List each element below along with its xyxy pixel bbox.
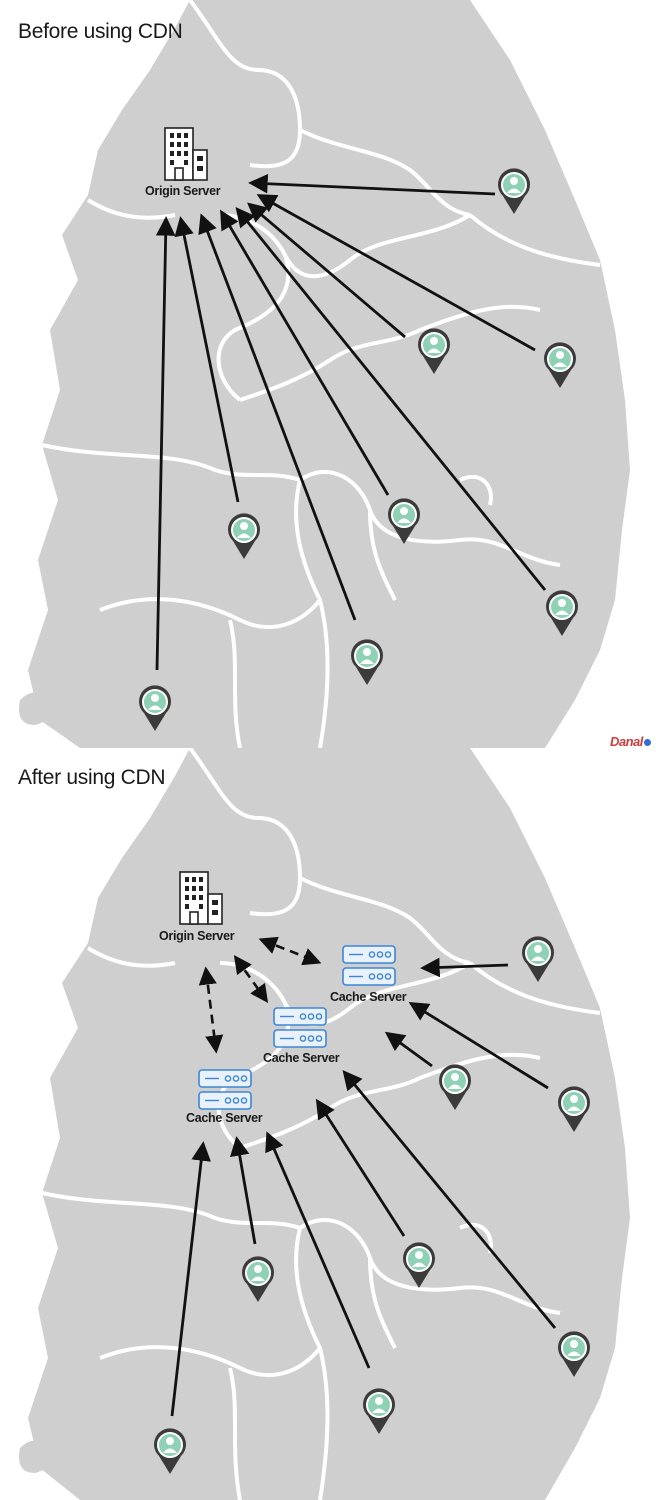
after-cdn-diagram (19, 748, 630, 1500)
after-cdn-title: After using CDN (18, 766, 166, 789)
origin-cache-links (198, 936, 322, 1054)
user-pin-icon (154, 1428, 186, 1474)
arrow (408, 1001, 549, 1090)
arrow (170, 1141, 211, 1417)
arrow (248, 173, 496, 196)
user-pin-icon (558, 1331, 590, 1377)
arrow (384, 1031, 433, 1068)
user-pins (154, 936, 590, 1474)
user-pin-icon (418, 328, 450, 374)
before-cdn-diagram (19, 0, 630, 748)
user-pin-icon (546, 590, 578, 636)
province-borders (41, 0, 601, 748)
user-pin-icon (403, 1242, 435, 1288)
user-pin-icon (498, 168, 530, 214)
origin-building-icon (179, 871, 223, 925)
user-pin-icon (228, 513, 260, 559)
arrow (174, 216, 240, 503)
arrow (315, 1098, 406, 1237)
arrow (420, 957, 509, 978)
user-pin-icon (388, 498, 420, 544)
cache-server-label: Cache Server (186, 1111, 263, 1125)
origin-server-label: Origin Server (159, 929, 235, 943)
korea-map (28, 0, 630, 748)
user-pin-icon (544, 342, 576, 388)
logo-text: Danal (610, 734, 643, 749)
korea-map (28, 748, 630, 1500)
dashed-arrow (198, 966, 224, 1054)
cache-server-label: Cache Server (330, 990, 407, 1004)
danal-logo: Danal (610, 734, 651, 749)
cache-server-icon (198, 1069, 252, 1110)
after-cdn-panel: After using CDN Origin Server Cache Serv… (0, 748, 660, 1500)
arrow (247, 202, 406, 339)
arrow (342, 1069, 557, 1329)
arrow (220, 209, 390, 496)
dashed-arrow (233, 955, 269, 1003)
user-pin-icon (242, 1256, 274, 1302)
user-pin-icon (558, 1086, 590, 1132)
arrow (235, 206, 547, 591)
arrows-to-origin (155, 173, 547, 671)
origin-server-label: Origin Server (145, 184, 221, 198)
logo-dot-icon (643, 739, 651, 746)
user-pin-icon (439, 1064, 471, 1110)
island-west-2 (61, 1383, 85, 1406)
arrows-to-cache (170, 957, 557, 1417)
user-pins (139, 168, 578, 731)
before-cdn-panel: Before using CDN Origin Server (0, 0, 660, 748)
arrow (256, 194, 536, 352)
before-cdn-title: Before using CDN (18, 20, 183, 43)
dashed-arrow (258, 936, 322, 966)
user-pin-icon (363, 1388, 395, 1434)
island-west-2 (61, 635, 85, 658)
cache-server-icon (342, 945, 396, 986)
origin-building-icon (164, 127, 208, 181)
cache-server-label: Cache Server (263, 1051, 340, 1065)
user-pin-icon (139, 685, 171, 731)
arrow (265, 1131, 371, 1369)
island-west-1 (19, 692, 51, 725)
island-west-1 (19, 1440, 51, 1473)
cache-server-icon (273, 1007, 327, 1048)
arrow (230, 1136, 257, 1245)
arrow (155, 216, 176, 671)
user-pin-icon (351, 639, 383, 685)
user-pin-icon (522, 936, 554, 982)
arrow (198, 213, 357, 621)
